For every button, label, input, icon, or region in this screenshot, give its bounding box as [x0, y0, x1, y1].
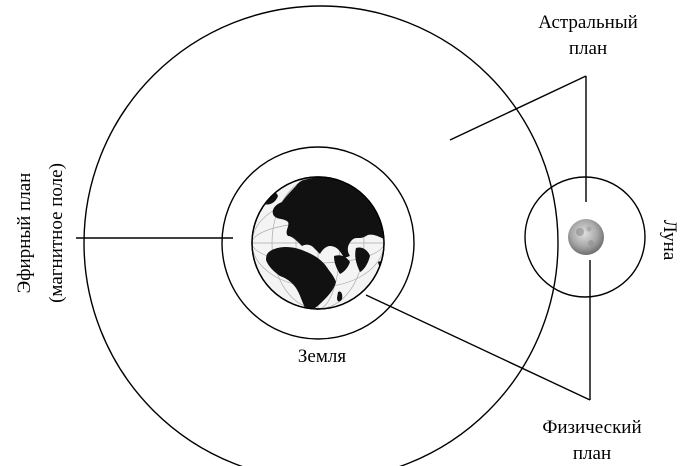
- physical-plane-label-line2: план: [573, 443, 611, 464]
- astral-plane-label-line1: Астральный: [538, 12, 638, 33]
- physical-leader-line-earth: [366, 295, 590, 400]
- etheric-plane-label-line2: (магнитное поле): [46, 163, 67, 303]
- astral-leader-line-left: [450, 76, 586, 140]
- astral-plane-label-line2: план: [569, 38, 607, 59]
- earth-label: Земля: [298, 346, 346, 367]
- physical-plane-label-line1: Физический: [542, 417, 641, 438]
- moon-disc: [568, 219, 604, 255]
- moon-label: Луна: [659, 220, 680, 261]
- earth-globe: [252, 177, 388, 311]
- etheric-plane-label-line1: Эфирный план: [14, 173, 35, 294]
